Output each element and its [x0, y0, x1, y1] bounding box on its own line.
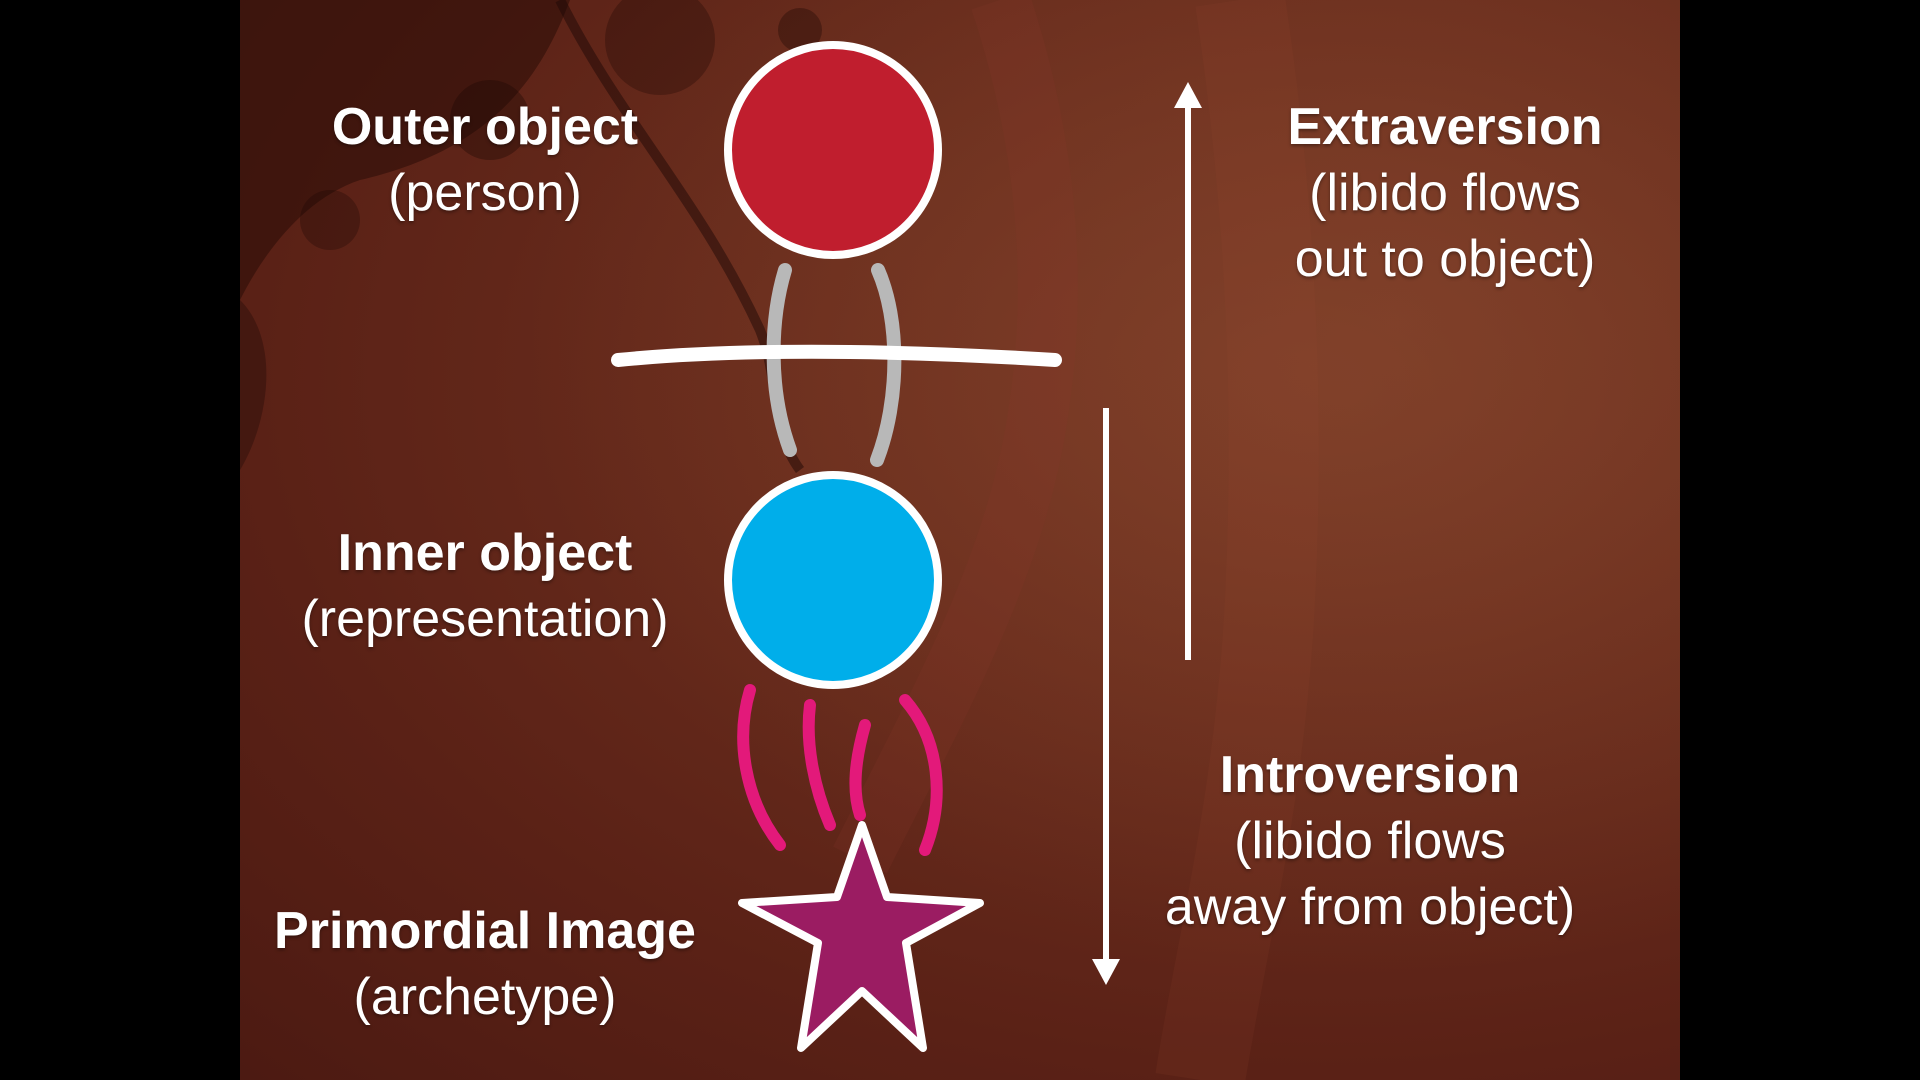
inner-object-subtitle: (representation) [301, 590, 669, 648]
outer-object-label: Outer object (person) [260, 94, 710, 226]
outer-object-circle [724, 41, 942, 259]
outer-object-subtitle: (person) [388, 164, 582, 222]
primordial-image-label: Primordial Image (archetype) [240, 898, 730, 1030]
grey-stroke-right [870, 263, 902, 467]
inner-object-label: Inner object (representation) [250, 520, 720, 652]
primordial-image-title: Primordial Image [274, 902, 696, 960]
inner-object-circle [724, 471, 942, 689]
primordial-image-subtitle: (archetype) [353, 968, 617, 1026]
primordial-star [738, 821, 984, 1052]
introversion-label: Introversion (libido flows away from obj… [1120, 742, 1620, 940]
grey-stroke-left [766, 263, 797, 457]
slide: Outer object (person) Inner object (repr… [240, 0, 1680, 1080]
extraversion-line-2: out to object) [1294, 230, 1596, 288]
extraversion-line-1: (libido flows [1309, 164, 1581, 222]
libido-flow-diagram [611, 41, 1202, 1052]
pink-strokes [737, 684, 943, 856]
barrier-line [611, 344, 1062, 367]
extraversion-arrowhead [1174, 82, 1202, 108]
extraversion-label: Extraversion (libido flows out to object… [1220, 94, 1670, 292]
inner-object-title: Inner object [337, 524, 633, 582]
introversion-line-2: away from object) [1164, 878, 1576, 936]
outer-object-title: Outer object [331, 98, 639, 156]
introversion-line-1: (libido flows [1234, 812, 1506, 870]
introversion-title: Introversion [1219, 746, 1521, 804]
extraversion-title: Extraversion [1287, 98, 1603, 156]
introversion-arrowhead [1092, 959, 1120, 985]
